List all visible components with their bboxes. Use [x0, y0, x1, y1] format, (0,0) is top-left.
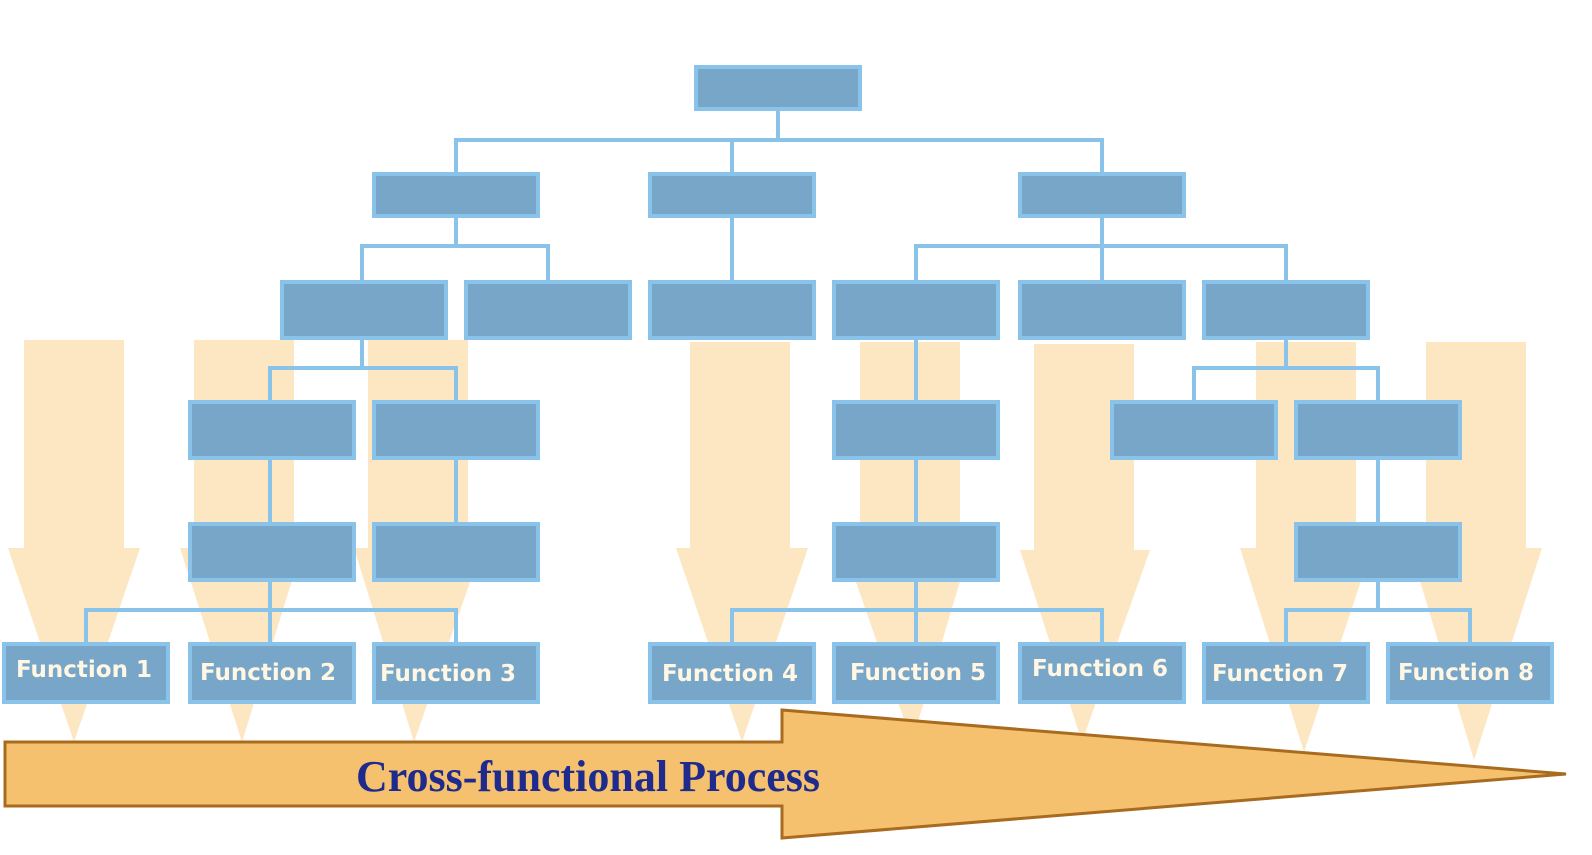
connector [1284, 608, 1472, 644]
org-box [1018, 280, 1186, 340]
process-arrow [3, 708, 1567, 840]
org-box [832, 522, 1000, 582]
org-box [1202, 280, 1370, 340]
function-box-2 [188, 642, 356, 704]
function-label-1: Function 1 [16, 657, 152, 683]
function-boxes: Function 1 Function 2 Function 3 Functio… [2, 642, 1554, 704]
org-box [188, 522, 356, 582]
org-box [648, 172, 816, 218]
function-box-3 [372, 642, 540, 704]
org-box [1294, 400, 1462, 460]
function-box-1 [2, 642, 170, 704]
org-box [1110, 400, 1278, 460]
org-box [372, 522, 540, 582]
org-box [1018, 172, 1186, 218]
org-box [832, 400, 1000, 460]
org-box [372, 400, 540, 460]
function-label-8: Function 8 [1398, 660, 1534, 686]
connector-lines [84, 108, 1472, 644]
org-box [832, 280, 1000, 340]
org-box [372, 172, 540, 218]
connector [730, 608, 1104, 644]
org-box [1294, 522, 1462, 582]
function-box-6 [1018, 642, 1186, 704]
function-label-3: Function 3 [380, 661, 516, 687]
function-box-5 [832, 642, 1000, 704]
function-box-7 [1202, 642, 1370, 704]
function-box-8 [1386, 642, 1554, 704]
org-box [188, 400, 356, 460]
org-box [464, 280, 632, 340]
connector [360, 244, 550, 282]
connector [84, 608, 458, 644]
org-boxes [188, 65, 1462, 582]
function-box-4 [648, 642, 816, 704]
connector [454, 138, 1104, 175]
connector [268, 366, 458, 402]
process-arrow-group: Cross-functional Process [3, 708, 1567, 840]
function-label-5: Function 5 [850, 660, 986, 686]
org-box [648, 280, 816, 340]
function-label-2: Function 2 [200, 660, 336, 686]
org-box-root [694, 65, 862, 111]
org-box [280, 280, 448, 340]
function-label-4: Function 4 [662, 661, 798, 687]
function-label-7: Function 7 [1212, 661, 1348, 687]
process-label: Cross-functional Process [356, 752, 820, 801]
function-label-6: Function 6 [1032, 656, 1168, 682]
connector [1192, 366, 1380, 402]
function-arrow-1 [8, 340, 140, 742]
